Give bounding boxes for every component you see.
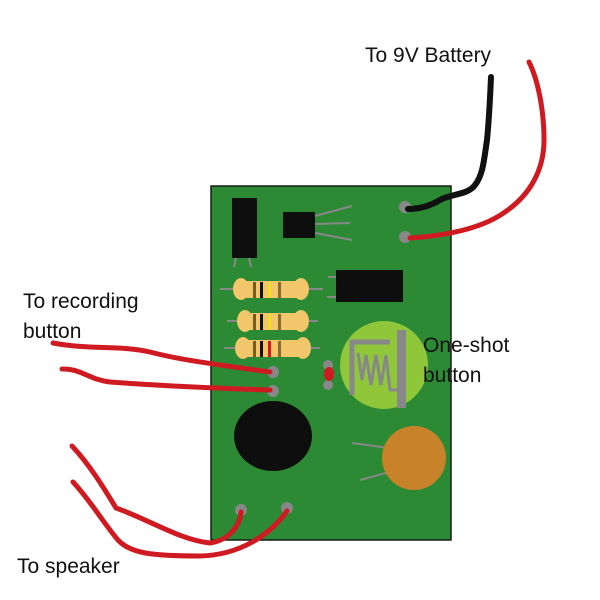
battery-wire-red (407, 59, 547, 241)
resistor-2 (227, 310, 318, 332)
transistor (283, 205, 353, 241)
recording-button-label: To recording button (23, 290, 139, 343)
ic-chip (327, 270, 403, 302)
one-shot-button-label: One-shot button (423, 334, 510, 387)
speaker-label: To speaker (17, 555, 120, 578)
led (323, 360, 334, 390)
battery-label: To 9V Battery (365, 44, 492, 67)
resistor-3 (224, 337, 320, 359)
capacitor (351, 426, 446, 490)
one-shot-button-component (340, 321, 428, 409)
speaker-wire-1 (69, 443, 244, 546)
battery-wire-black (405, 74, 494, 212)
recording-wire-1 (50, 340, 273, 375)
microphone (234, 401, 312, 471)
solder-pads (235, 201, 411, 516)
recording-wire-2 (59, 366, 273, 393)
voltage-regulator (232, 198, 257, 268)
resistor-1 (220, 278, 323, 300)
speaker-wire-2 (70, 479, 290, 559)
